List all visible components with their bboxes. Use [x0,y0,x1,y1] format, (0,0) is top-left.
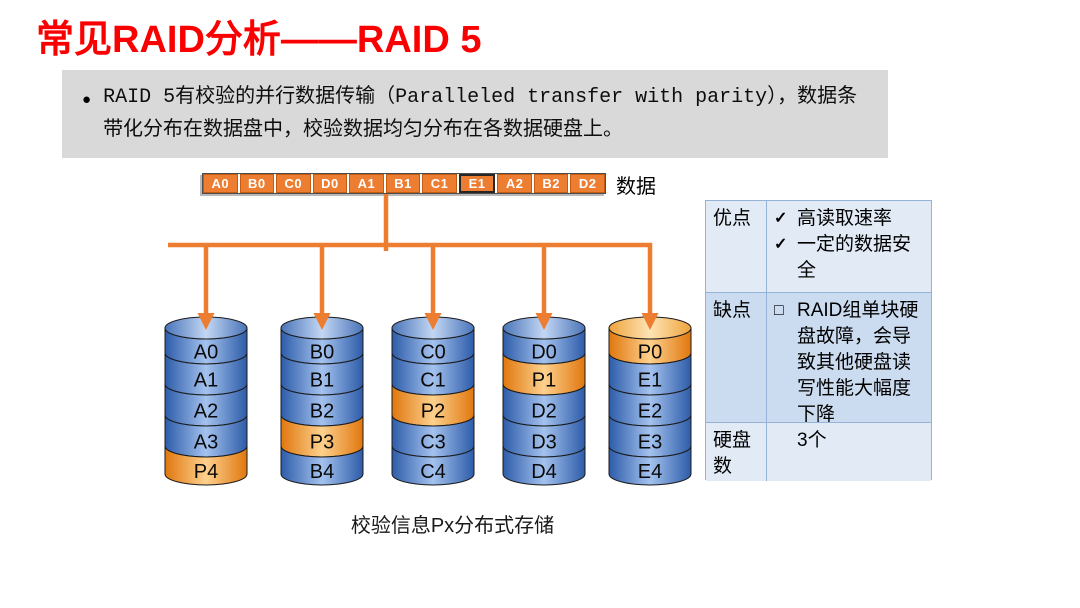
disk-segment-label: B1 [310,370,334,392]
table-label-advantages: 优点 [706,201,767,293]
square-bullet-icon: □ [774,302,784,319]
disk-segment-label: P1 [532,370,556,392]
disk-segment-label: B4 [310,461,334,483]
strip-cell: D0 [312,174,348,193]
table-list-item: 3个 [774,428,927,454]
strip-cell: B2 [533,174,569,193]
disk-segment [502,445,586,486]
table-item-text: RAID组单块硬盘故障，会导致其他硬盘读写性能大幅度下降 [797,300,919,425]
strip-cell: C0 [276,174,311,193]
disk-segment [164,445,248,486]
disk-segment-label: A3 [194,432,218,454]
disk-segment-label: D2 [531,401,557,423]
disk-segment-label: P4 [194,461,218,483]
disk-segment-label: A1 [194,370,218,392]
table-label-disk-count: 硬盘数 [706,423,767,481]
summary-box: ● RAID 5有校验的并行数据传输（Paralleled transfer w… [62,70,888,158]
down-arrow-icon [424,313,442,330]
summary-text: RAID 5有校验的并行数据传输（Paralleled transfer wit… [103,86,858,142]
table-content-disadvantages: □ RAID组单块硬盘故障，会导致其他硬盘读写性能大幅度下降 [767,293,931,425]
disk-segment-label: C4 [420,461,446,483]
disk-segment-label: A0 [194,342,218,364]
page-title: 常见RAID分析——RAID 5 [36,19,482,61]
table-item-text: 一定的数据安全 [797,234,912,281]
disk-segment [391,445,475,486]
disk-segment-label: C3 [420,432,446,454]
table-item-text: 3个 [797,430,827,451]
disk-segment [280,445,364,486]
disk-segment-label: E3 [638,432,662,454]
table-label-disadvantages: 缺点 [706,293,767,423]
disk-segment-label: P3 [310,432,334,454]
table-list-item: ✓ 一定的数据安全 [774,232,927,284]
bus-lines [168,194,653,316]
info-table: 优点 ✓ 高读取速率 ✓ 一定的数据安全缺点 □ RAID组单块硬盘故障，会导致其他硬盘读写… [705,200,932,481]
disk-segment-label: A2 [194,401,218,423]
disk-segment-label: D3 [531,432,557,454]
strip-cell: D2 [570,174,606,193]
strip-cell: B1 [385,174,421,193]
table-content-advantages: ✓ 高读取速率 ✓ 一定的数据安全 [767,201,931,293]
disk-segment-label: E1 [638,370,662,392]
disk-segment [608,445,692,486]
table-item-text: 高读取速率 [797,208,893,229]
disk-segment-label: B2 [310,401,334,423]
check-icon: ✓ [774,210,788,227]
check-icon: ✓ [774,236,788,253]
table-content-disk-count: 3个 [767,423,931,481]
disk-segment-label: E4 [638,461,662,483]
strip-cell: A0 [203,174,238,193]
disk-segment-label: B0 [310,342,334,364]
table-list-item: □ RAID组单块硬盘故障，会导致其他硬盘读写性能大幅度下降 [774,298,927,428]
strip-cell: E1 [458,174,496,193]
down-arrow-icon [313,313,331,330]
disk-segment-label: C1 [420,370,446,392]
down-arrow-icon [641,313,659,330]
disk-segment-label: D4 [531,461,557,483]
strip-cell: B0 [239,174,275,193]
diagram-caption: 校验信息Px分布式存储 [350,515,555,537]
disk-segment-label: P2 [421,401,445,423]
table-list-item: ✓ 高读取速率 [774,206,927,232]
strip-cell: C1 [422,174,457,193]
disk-segment-label: D0 [531,342,557,364]
disk-segment-label: C0 [420,342,446,364]
disk-segment-label: E2 [638,401,662,423]
disk-segment-label: P0 [638,342,662,364]
data-strip-label: 数据 [616,176,656,198]
strip-cell: A2 [497,174,532,193]
bullet-icon: ● [82,91,92,108]
strip-cell: A1 [349,174,384,193]
down-arrow-icon [535,313,553,330]
down-arrow-icon [197,313,215,330]
